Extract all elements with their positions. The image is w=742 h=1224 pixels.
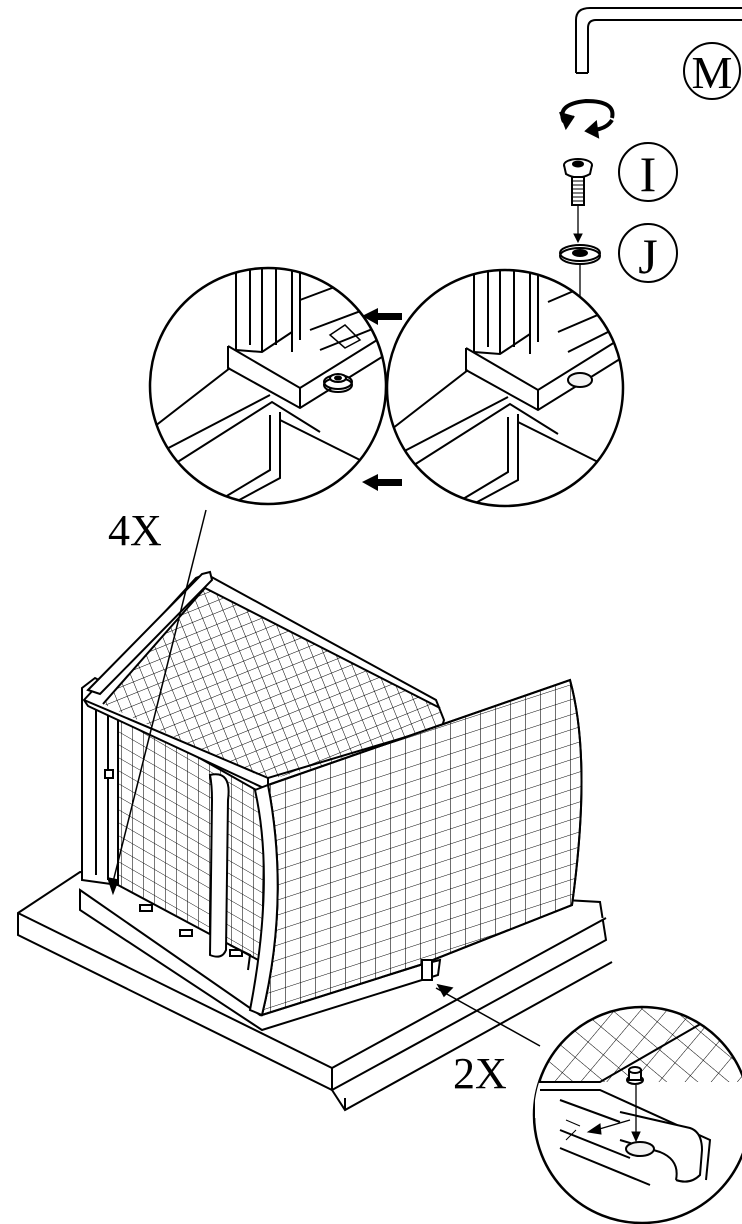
tool-m-label: M — [692, 47, 733, 98]
hex-key-icon — [575, 7, 742, 74]
bolt-icon — [563, 158, 593, 244]
detail-zoom-installed — [148, 266, 388, 506]
quantity-2x-label: 2X — [453, 1049, 507, 1098]
cage-assembly — [17, 570, 613, 1112]
tool-m-badge: M — [683, 42, 741, 100]
quantity-4x-label: 4X — [108, 506, 162, 555]
rotate-arrow-icon — [559, 98, 615, 139]
detail-zoom-foot — [532, 1005, 742, 1224]
part-j-label: J — [638, 228, 657, 284]
part-i-label: I — [640, 146, 657, 202]
part-i-badge: I — [618, 142, 678, 202]
detail-zoom-hole — [385, 268, 625, 508]
pointer-lines — [106, 509, 541, 1047]
part-j-badge: J — [618, 223, 678, 284]
left-arrow-icon — [362, 474, 402, 491]
left-arrow-icon — [362, 308, 402, 325]
